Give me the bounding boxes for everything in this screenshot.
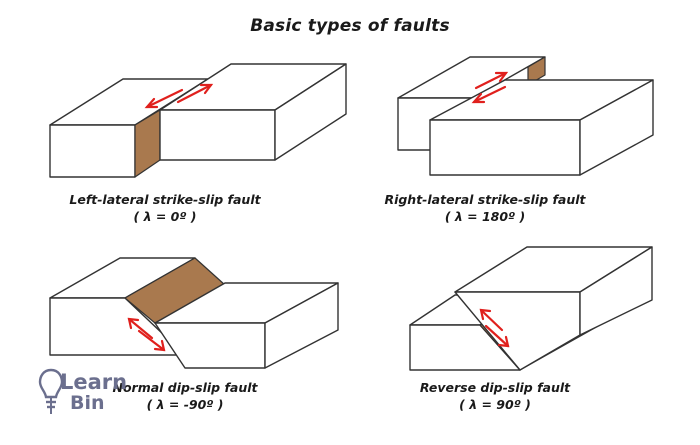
learnbin-logo: Learn Bin [38,366,133,426]
rl-arrow-2-head [471,92,486,104]
ll-right-block-side [274,63,347,161]
rl-front-block-side [579,79,654,176]
left-lateral-caption: Left-lateral strike-slip fault ( λ = 0º … [15,191,315,225]
nd-hanging-side [264,282,339,369]
right-lateral-caption: Right-lateral strike-slip fault ( λ = 18… [335,191,635,225]
rl-slip-arrows [471,71,509,104]
ll-left-block-front [49,124,136,178]
ll-arrow-2 [176,83,213,104]
nd-slip-arrows [127,317,166,352]
rd-arrow-1-head [479,308,492,321]
rd-slip-arrows [479,308,510,348]
reverse-dip-angle: ( λ = 90º ) [459,397,531,412]
normal-dip-angle: ( λ = -90º ) [146,397,224,412]
ll-arrow-1-head [144,97,159,109]
ll-arrow-1 [145,88,184,109]
left-lateral-fault-diagram [49,63,347,178]
right-lateral-angle: ( λ = 180º ) [444,209,526,224]
ll-right-block-front [159,109,276,161]
reverse-dip-caption: Reverse dip-slip fault ( λ = 90º ) [345,379,645,413]
rd-hanging-side [579,246,653,336]
rl-arrow-1-head [494,71,509,83]
rd-arrow-1 [479,308,504,332]
rl-fault-plane [527,56,546,86]
reverse-dip-name: Reverse dip-slip fault [419,380,571,395]
normal-dip-caption: Normal dip-slip fault ( λ = -90º ) [35,379,335,413]
rd-arrow-2 [484,324,510,348]
normal-dip-name: Normal dip-slip fault [112,380,258,395]
logo-word-bin: Bin [70,392,105,414]
ll-slip-arrows [144,83,214,109]
right-lateral-fault-diagram [397,56,654,176]
left-lateral-angle: ( λ = 0º ) [133,209,197,224]
nd-arrow-2 [137,329,166,352]
rl-front-block-front [429,119,581,176]
nd-arrow-1 [127,317,154,340]
rd-arrow-2-head [497,335,510,348]
reverse-dip-fault-diagram [409,246,653,371]
figure-title: Basic types of faults [250,16,450,36]
nd-arrow-1-head [127,317,140,330]
lightbulb-icon [38,368,64,414]
nd-hanging-front [154,322,266,369]
logo-word-learn: Learn [60,370,128,394]
normal-dip-fault-diagram [49,257,339,369]
rl-arrow-2 [472,85,507,104]
rl-arrow-1 [474,71,508,90]
left-lateral-name: Left-lateral strike-slip fault [69,192,261,207]
nd-arrow-2-head [153,339,166,352]
right-lateral-name: Right-lateral strike-slip fault [384,192,586,207]
ll-arrow-2-head [199,83,214,95]
